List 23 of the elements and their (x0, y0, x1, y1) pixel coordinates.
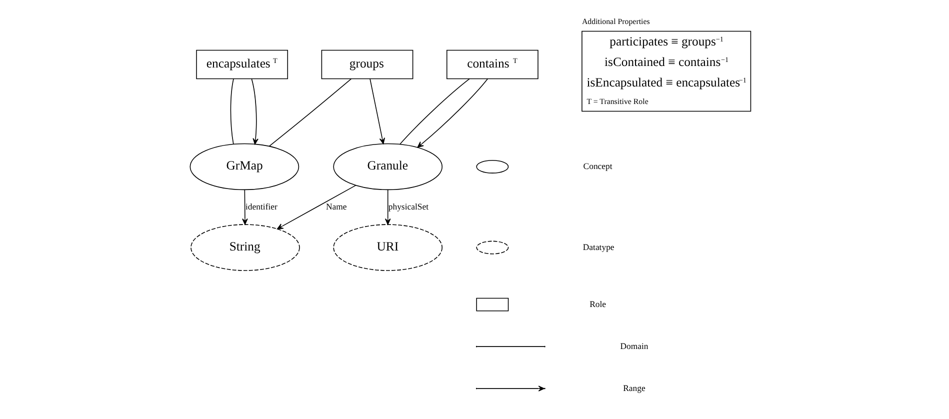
arrow (384, 189, 390, 225)
legend-label: Datatype (582, 242, 614, 252)
node-box: groups (320, 50, 413, 80)
legend-label: Role (589, 298, 606, 309)
arrow (276, 184, 356, 230)
node-ellipse: URI (332, 224, 442, 271)
arrow (416, 78, 488, 148)
connector (230, 78, 234, 144)
connector (399, 78, 470, 144)
legend-label: Concept (582, 160, 612, 171)
arrow (250, 78, 258, 144)
edge-label: Name (325, 201, 346, 212)
legend-label: Domain (620, 340, 648, 351)
arrow (242, 189, 248, 225)
connector (268, 78, 351, 146)
edge-label: physicalSet (388, 201, 428, 212)
node-box: participates ≡ groups$^{−1}$ isContained ≡ contains$^{−1}$ isEncapsulated ≡ encapsulates$^{−1}$ T = Transitive Role (581, 30, 751, 112)
legend-label: Range (622, 382, 645, 393)
arrow (369, 78, 385, 144)
node-ellipse: Granule (332, 143, 442, 190)
node-label: Additional Properties (581, 17, 650, 26)
node-ellipse: GrMap (189, 143, 299, 190)
edge-label: identifier (245, 201, 277, 212)
